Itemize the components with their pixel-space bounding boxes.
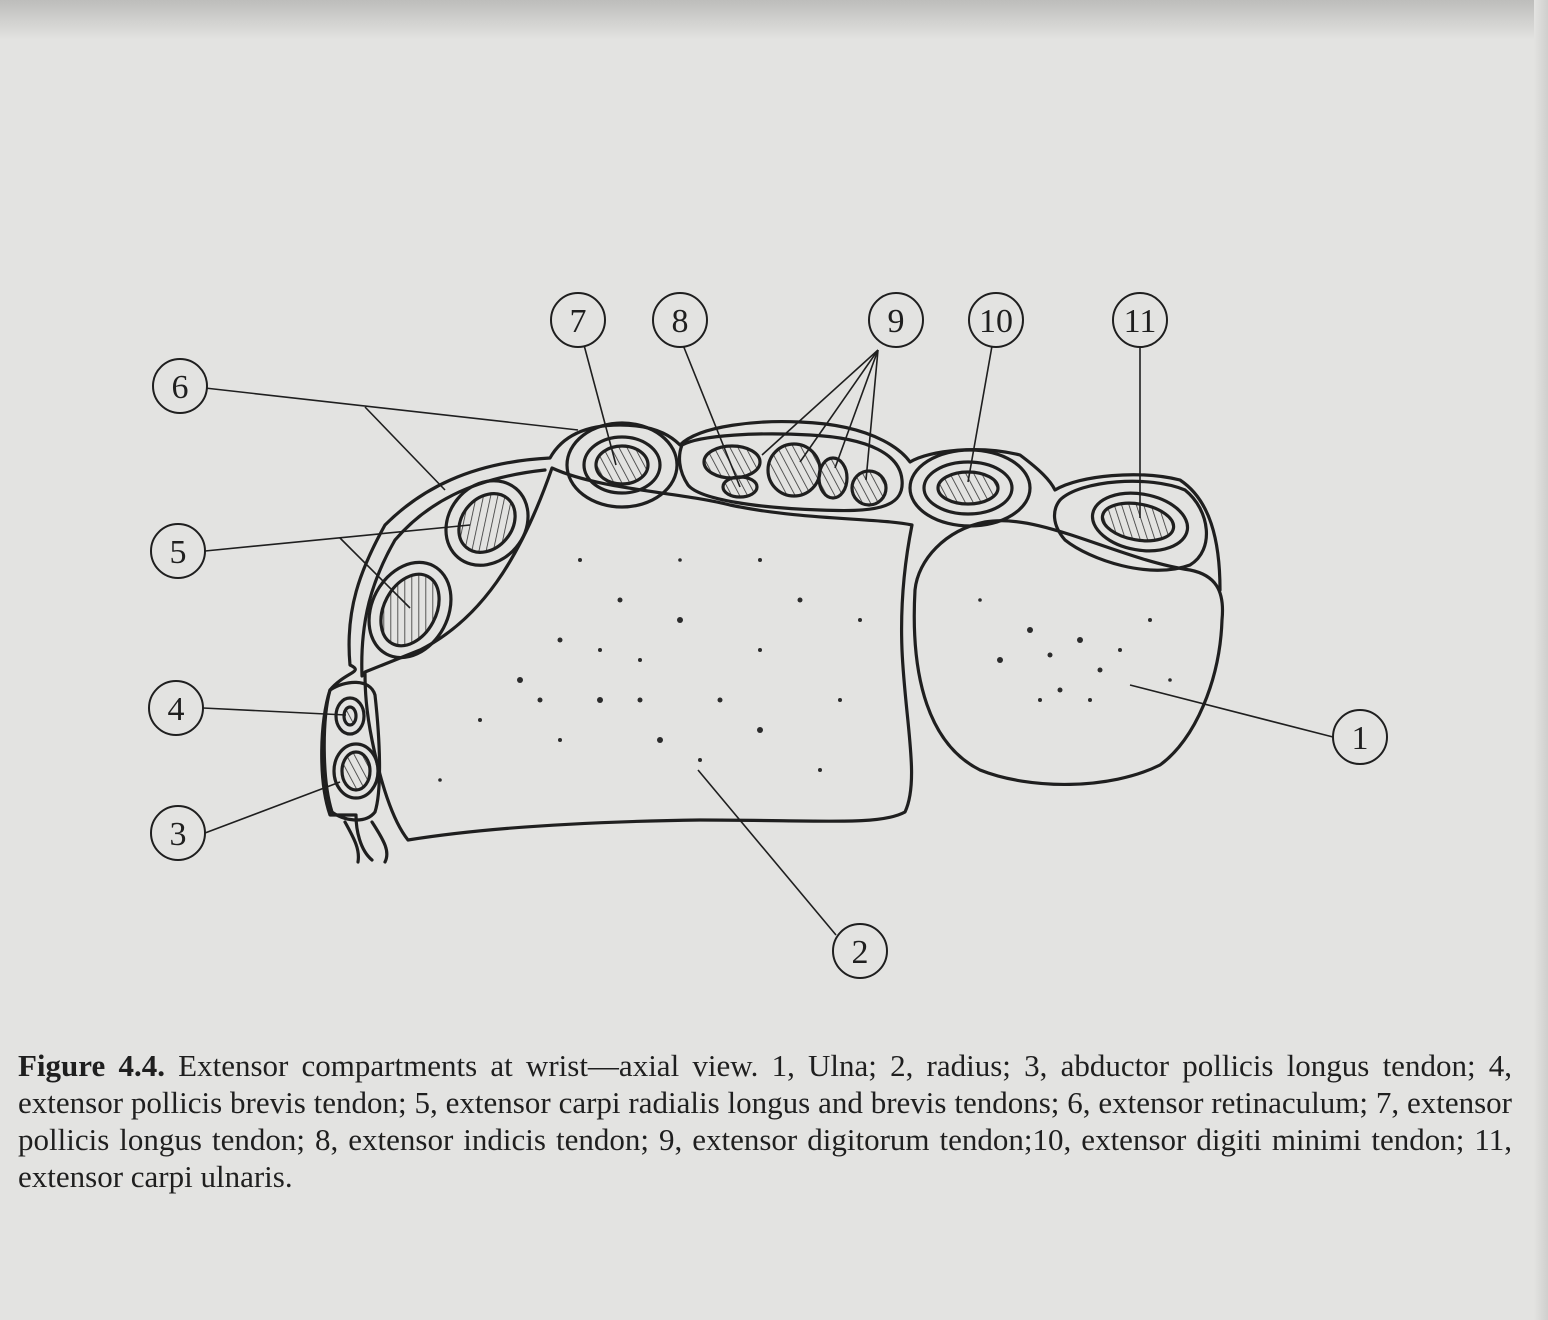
compartment-8-9-sheath <box>677 432 904 513</box>
ecrb-tendon-sheath <box>367 560 453 660</box>
ecu-tendon <box>1100 501 1176 543</box>
callout-6: 6 <box>152 358 208 414</box>
callout-9: 9 <box>868 292 924 348</box>
figure-caption-label: Figure 4.4. <box>18 1048 165 1083</box>
anatomy-drawing <box>320 420 1225 864</box>
callout-11: 11 <box>1112 292 1168 348</box>
callout-11-label: 11 <box>1124 303 1157 340</box>
apl-tendon <box>340 750 372 792</box>
ecu-compartment-sheath <box>1053 479 1209 572</box>
callout-2-label: 2 <box>852 934 869 971</box>
page-right-edge <box>1534 0 1548 1320</box>
edm-tendon-outer-sheath <box>908 448 1032 528</box>
callout-4: 4 <box>148 680 204 736</box>
ecrl-tendon <box>457 492 517 554</box>
leader-line-3 <box>204 781 341 834</box>
callout-10: 10 <box>968 292 1024 348</box>
page-top-edge <box>0 0 1548 40</box>
leader-line-9b <box>799 349 879 463</box>
callout-5: 5 <box>150 523 206 579</box>
ei-tendon-upper <box>702 444 762 480</box>
edm-tendon <box>936 470 1000 506</box>
leader-line-8 <box>682 344 741 488</box>
callout-2: 2 <box>832 923 888 979</box>
edc-tendon-medium <box>817 456 849 500</box>
figure-caption: Figure 4.4. Extensor compartments at wri… <box>18 1047 1512 1195</box>
leader-line-7 <box>583 344 617 466</box>
leader-line-9d <box>865 349 879 481</box>
ulna-bone-outline <box>912 519 1225 786</box>
callout-6-label: 6 <box>172 369 189 406</box>
callout-3: 3 <box>150 805 206 861</box>
leader-line-4 <box>202 707 347 716</box>
callout-5-label: 5 <box>170 534 187 571</box>
epl-tendon <box>594 444 650 486</box>
leader-line-5b <box>339 537 411 609</box>
callout-3-label: 3 <box>170 816 187 853</box>
epl-tendon-outer-sheath <box>565 421 679 509</box>
leader-line-2 <box>697 769 837 936</box>
callout-8: 8 <box>652 292 708 348</box>
skin-edge-line <box>343 820 389 864</box>
wrist-cross-section-diagram: 1 2 3 4 5 6 7 8 9 10 11 <box>148 292 1388 979</box>
callout-9-label: 9 <box>888 303 905 340</box>
ecu-tendon-sheath <box>1090 491 1190 553</box>
radius-bone-stipple <box>438 558 862 782</box>
ulna-bone-stipple <box>978 598 1172 702</box>
figure-caption-text: Extensor compartments at wrist—axial vie… <box>18 1048 1512 1194</box>
extensor-retinaculum-outline <box>320 420 1222 862</box>
compartment-3-4-sheath <box>322 680 382 822</box>
leader-line-6b <box>364 406 446 491</box>
callout-1: 1 <box>1332 709 1388 765</box>
epl-tendon-sheath <box>582 435 662 495</box>
callout-8-label: 8 <box>672 303 689 340</box>
apl-tendon-sheath <box>332 742 380 800</box>
epb-tendon-sheath <box>334 696 366 736</box>
callout-1-label: 1 <box>1352 720 1369 757</box>
ecrb-tendon <box>379 572 441 648</box>
leader-line-1 <box>1129 684 1334 738</box>
leader-lines <box>202 344 1334 936</box>
callout-4-label: 4 <box>168 691 185 728</box>
ecrl-tendon-sheath <box>444 479 530 567</box>
leader-line-10 <box>967 345 993 483</box>
callout-7-label: 7 <box>570 303 587 340</box>
edm-tendon-sheath <box>922 460 1014 516</box>
leader-line-9c <box>834 349 879 469</box>
callout-7: 7 <box>550 292 606 348</box>
retinaculum-inner-line <box>360 468 547 678</box>
edc-tendon-small <box>850 469 888 507</box>
leader-line-9a <box>761 349 879 456</box>
leader-line-6a <box>204 387 579 431</box>
leader-line-5a <box>204 524 471 552</box>
edc-tendon-large <box>766 442 822 498</box>
epb-tendon <box>342 705 358 727</box>
callout-10-label: 10 <box>979 303 1013 340</box>
